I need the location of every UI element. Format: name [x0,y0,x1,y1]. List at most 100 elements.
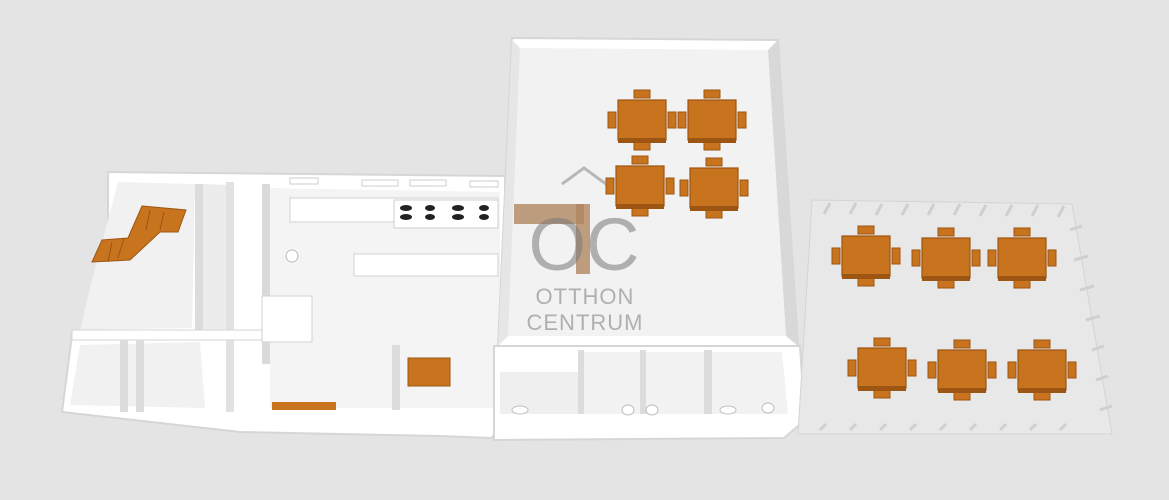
kitchen [270,188,500,408]
chair [739,179,749,197]
restroom-1 [500,372,578,414]
chair [705,209,723,219]
chair [907,359,917,377]
chair [737,111,747,129]
chair [891,247,901,265]
chair [1007,361,1017,379]
plant-icon [285,249,299,263]
table-with-chairs [831,225,901,287]
chair [953,339,971,349]
kitchen-island [353,253,499,277]
restroom-2 [584,352,640,414]
chair [631,155,649,165]
chair [633,89,651,99]
chair [937,227,955,237]
table-with-chairs [987,227,1057,289]
restroom-4 [712,352,788,414]
table-with-chairs [847,337,917,399]
table-edge [842,274,890,279]
chair [857,225,875,235]
chair [607,111,617,129]
table-with-chairs [679,157,749,219]
chair [937,279,955,289]
chair [1033,391,1051,401]
chair [703,89,721,99]
wall-segment [704,350,712,414]
chair [873,389,891,399]
chair [633,141,651,151]
stair-step [117,237,125,259]
chair [667,111,677,129]
chair [831,247,841,265]
window [469,180,499,188]
stove-burners [400,205,489,220]
chair [847,359,857,377]
table [997,237,1047,279]
chair [873,337,891,347]
stair-step [159,211,165,231]
bench [272,402,336,410]
chair [971,249,981,267]
table-edge [922,276,970,281]
table-with-chairs [605,155,675,217]
window [409,179,447,187]
table-with-chairs [911,227,981,289]
stair-step [145,209,151,231]
table-edge [618,138,666,143]
corridor [200,184,232,332]
terrace-railing [818,202,1113,432]
table [921,237,971,279]
chair [605,177,615,195]
stove [393,199,499,229]
table-edge [858,386,906,391]
dining-hall-left-wall [498,40,520,346]
table-with-chairs [927,339,997,401]
wall-segment [226,182,234,412]
support-beam [576,204,590,274]
watermark-monogram: OC [529,203,640,286]
table [1017,349,1067,391]
table [689,167,739,209]
chair [987,249,997,267]
dining-hall-right-wall [768,40,798,346]
table-edge [690,206,738,211]
table-edge [688,138,736,143]
table [407,357,451,387]
table [841,235,891,277]
table-edge [616,204,664,209]
chair [857,277,875,287]
toilet-icons [511,402,775,416]
restroom-block [493,345,807,442]
chair [987,361,997,379]
dining-tables [605,89,1077,401]
table-edge [938,388,986,393]
chair [927,361,937,379]
wall-segment [578,350,584,414]
table-edge [998,276,1046,281]
wall-segment [120,340,128,412]
chair [1033,339,1051,349]
chair [703,141,721,151]
wall-segment [136,340,144,412]
table [615,165,665,207]
chair [953,391,971,401]
wall-segment [195,184,203,334]
window [289,177,319,185]
watermark: OC OTTHON CENTRUM [527,166,643,335]
left-building [60,170,506,440]
chair [1047,249,1057,267]
table-with-chairs [677,89,747,151]
support-beam [514,204,584,224]
stair-step [107,241,113,263]
chair [1067,361,1077,379]
restroom-3 [646,352,704,414]
chair [665,177,675,195]
table [687,99,737,141]
chair [677,111,687,129]
chair [705,157,723,167]
chair [911,249,921,267]
table [937,349,987,391]
watermark-line1: OTTHON [536,284,635,309]
wall-segment [392,345,400,410]
